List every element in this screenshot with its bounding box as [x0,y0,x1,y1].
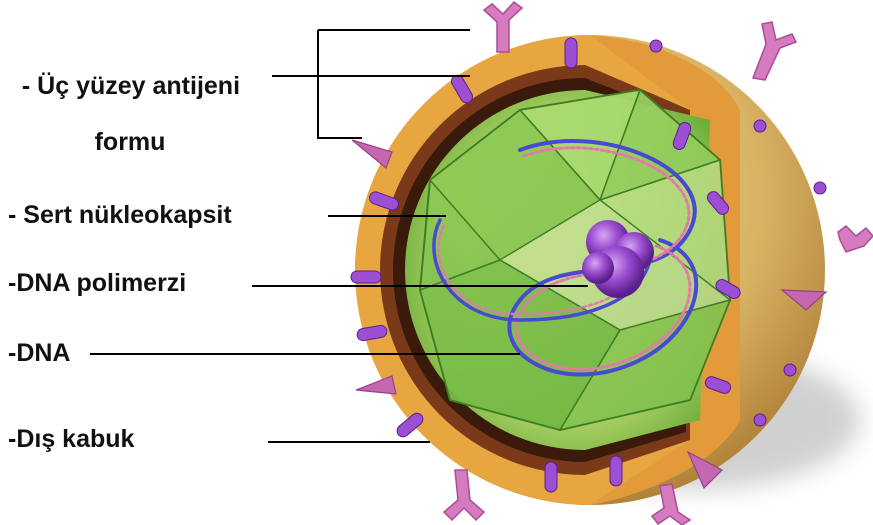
label-surface-antigen: - Üç yüzey antijeni formu [8,44,240,184]
label-nucleocapsid: - Sert nükleokapsit [8,201,232,229]
label-dna-polymerase: -DNA polimerzi [8,269,186,297]
label-surface-antigen-line2: formu [8,128,240,156]
label-dna: -DNA [8,339,71,367]
label-outer-shell: -Dış kabuk [8,425,134,453]
label-surface-antigen-line1: - Üç yüzey antijeni [22,72,240,100]
